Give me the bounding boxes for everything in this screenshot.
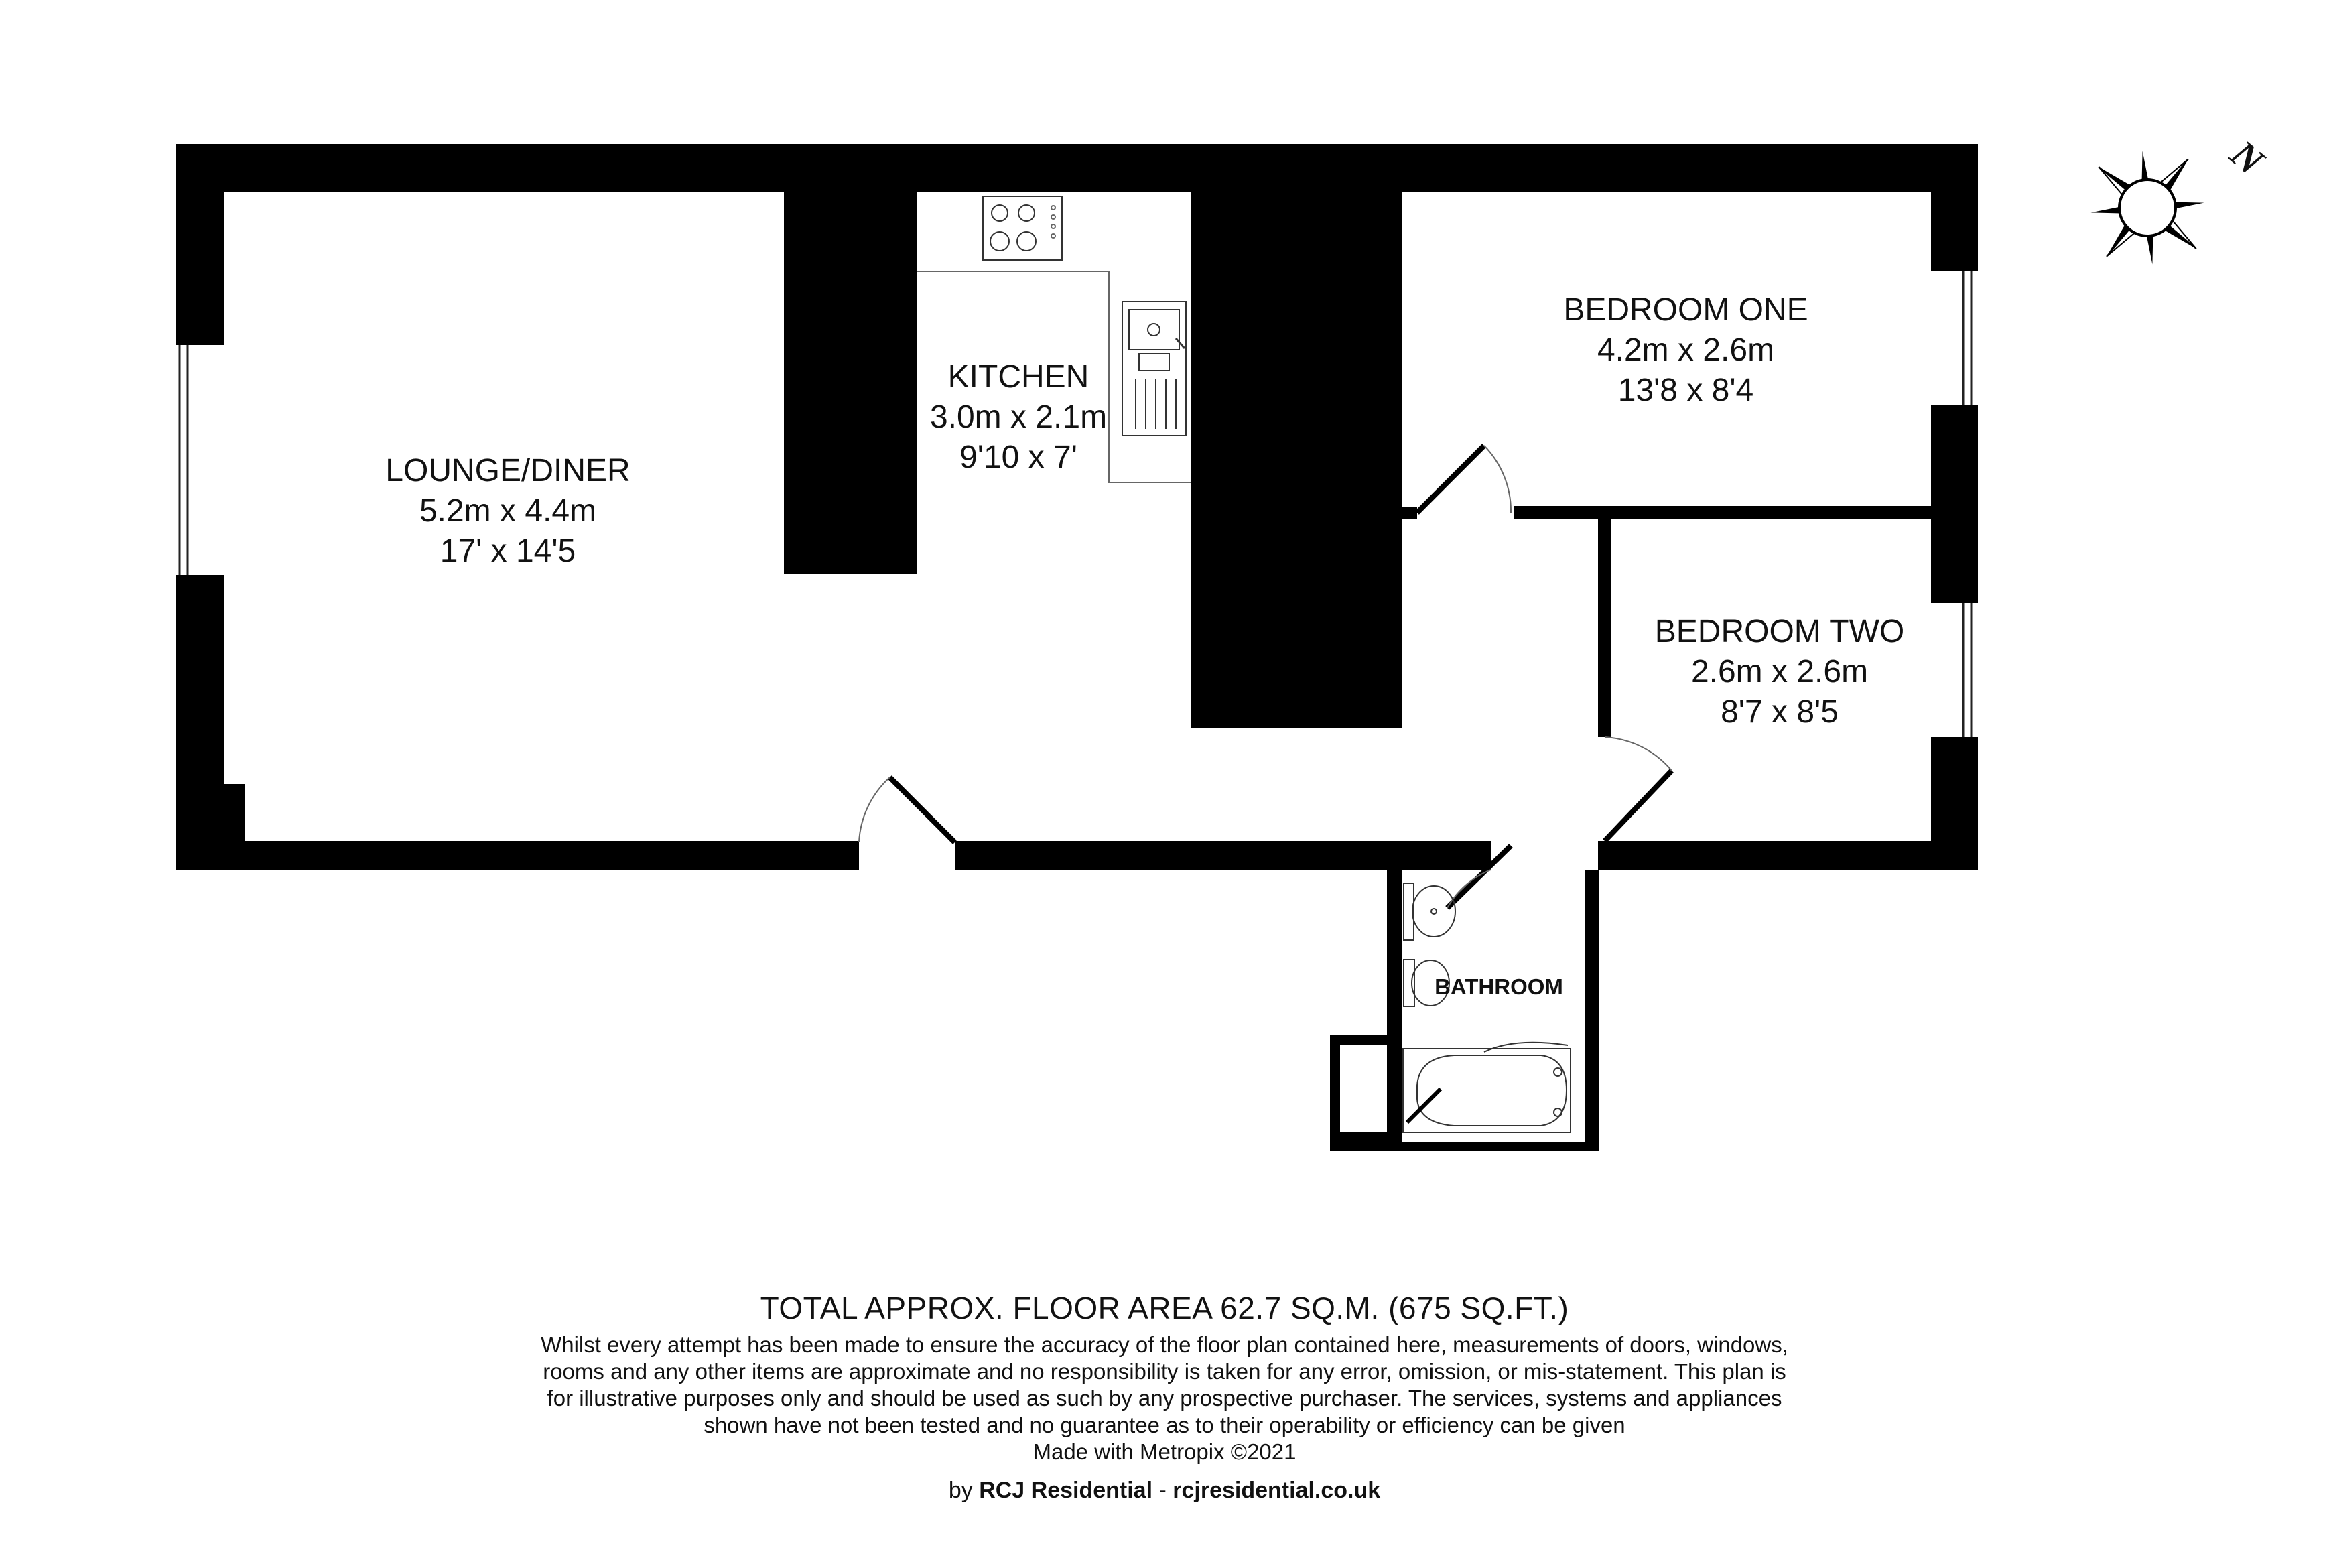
room-metric-lounge: 5.2m x 4.4m <box>419 493 596 529</box>
room-metric-bedroom-one: 4.2m x 2.6m <box>1597 332 1774 368</box>
wall-bath-right <box>1585 870 1599 1151</box>
room-imperial-lounge: 17' x 14'5 <box>440 533 576 569</box>
chimney-breast-centre <box>1191 192 1402 728</box>
hob-icon <box>982 196 1063 261</box>
wall-bath-bottom <box>1330 1142 1599 1151</box>
wall-bottom-bedroom-two <box>1598 841 1978 870</box>
room-name-bedroom-one: BEDROOM ONE <box>1563 292 1808 328</box>
door-bedroom-one <box>1415 444 1512 515</box>
room-name-lounge: LOUNGE/DINER <box>385 453 630 488</box>
bath-icon <box>1402 1041 1571 1133</box>
chimney-breast-left <box>784 192 917 574</box>
kitchen-fittings <box>917 196 1191 483</box>
room-imperial-bedroom-one: 13'8 x 8'4 <box>1618 373 1753 408</box>
wall-bath-notch-bottom <box>1340 1132 1392 1142</box>
wall-right-mid <box>1931 405 1978 603</box>
compass-rose-icon <box>2090 151 2204 265</box>
wall-bath-notch-inner <box>1392 1045 1402 1142</box>
room-metric-kitchen: 3.0m x 2.1m <box>930 399 1107 435</box>
agent-name: RCJ Residential <box>979 1478 1153 1503</box>
wall-bath-notch-top <box>1330 1035 1402 1045</box>
bathroom-fittings <box>1402 883 1571 1133</box>
doors <box>858 444 1674 910</box>
room-name-bathroom: BATHROOM <box>1435 974 1563 999</box>
wall-bedroom-two-left-upper <box>1598 516 1611 737</box>
wall-bath-notch-left <box>1330 1035 1340 1151</box>
window-bedroom-one <box>1962 271 1973 405</box>
windows <box>178 271 1973 737</box>
door-bedroom-two <box>1603 736 1674 843</box>
toilet-icon <box>1403 959 1450 1007</box>
plan-footer: TOTAL APPROX. FLOOR AREA 62.7 SQ.M. (675… <box>0 1290 2329 1504</box>
sink-icon <box>1122 301 1187 436</box>
agent-url[interactable]: rcjresidential.co.uk <box>1173 1478 1381 1503</box>
agent-credit: by RCJ Residential - rcjresidential.co.u… <box>0 1478 2329 1504</box>
credit-prefix: by <box>948 1478 973 1503</box>
kitchen-worktop <box>917 271 1191 483</box>
total-floor-area: TOTAL APPROX. FLOOR AREA 62.7 SQ.M. (675… <box>760 1291 1569 1325</box>
credit-separator: - <box>1158 1478 1167 1503</box>
door-entrance <box>858 775 957 844</box>
disclaimer-text: Whilst every attempt has been made to en… <box>541 1332 1788 1437</box>
wall-bedroom-one-bottom-a <box>1402 507 1417 519</box>
room-labels: LOUNGE/DINER 5.2m x 4.4m 17' x 14'5 KITC… <box>385 292 1904 999</box>
door-bathroom <box>1445 844 1513 910</box>
made-with-credit: Made with Metropix ©2021 <box>1033 1439 1296 1464</box>
window-bedroom-two <box>1962 603 1973 737</box>
compass-north-label: N <box>2222 131 2273 184</box>
room-name-kitchen: KITCHEN <box>948 359 1089 395</box>
window-lounge <box>178 345 189 575</box>
wall-bottom-lounge <box>176 841 859 870</box>
wall-top <box>176 144 1978 192</box>
room-imperial-bedroom-two: 8'7 x 8'5 <box>1721 694 1839 730</box>
wall-right-top <box>1931 144 1978 271</box>
room-imperial-kitchen: 9'10 x 7' <box>959 440 1077 475</box>
room-name-bedroom-two: BEDROOM TWO <box>1655 614 1904 649</box>
basin-icon <box>1403 883 1456 941</box>
room-metric-bedroom-two: 2.6m x 2.6m <box>1691 654 1868 690</box>
walls <box>176 144 1978 1151</box>
wall-bottom-hall <box>955 841 1491 870</box>
wall-left-upper <box>176 144 224 345</box>
wall-bedroom-one-bottom-b <box>1514 506 1936 519</box>
